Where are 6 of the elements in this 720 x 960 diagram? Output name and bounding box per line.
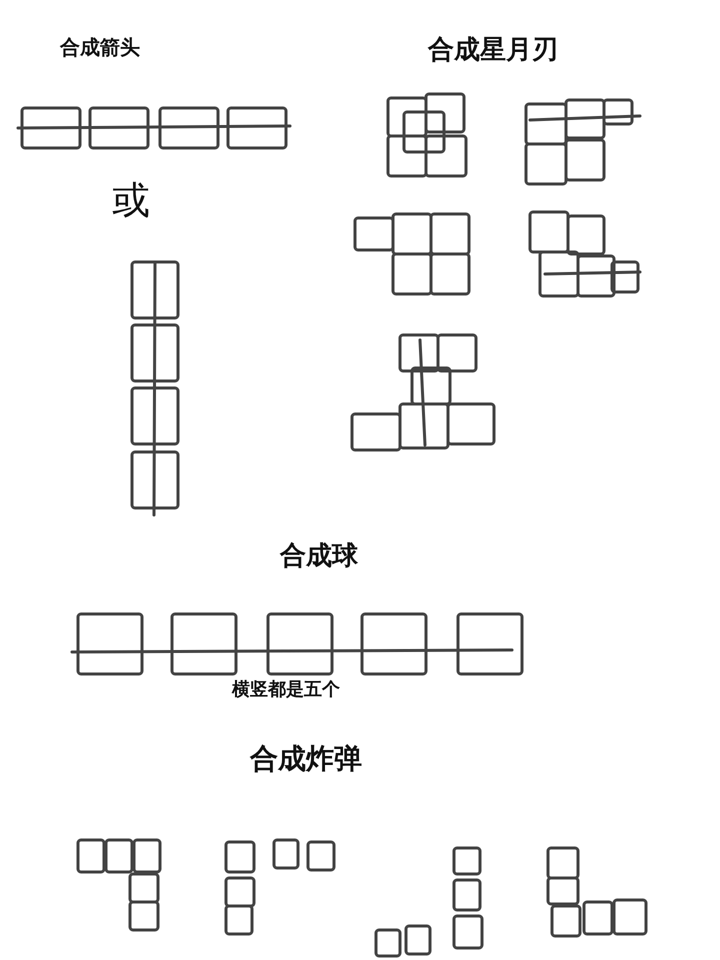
note-text: 横竖都是五个 — [232, 680, 340, 700]
or-text: 或 — [112, 180, 150, 222]
section-heading: 合成星月刃 — [428, 36, 558, 65]
section-heading: 合成球 — [280, 542, 358, 571]
section-heading: 合成箭头 — [60, 36, 140, 58]
section-heading: 合成炸弹 — [250, 744, 362, 775]
